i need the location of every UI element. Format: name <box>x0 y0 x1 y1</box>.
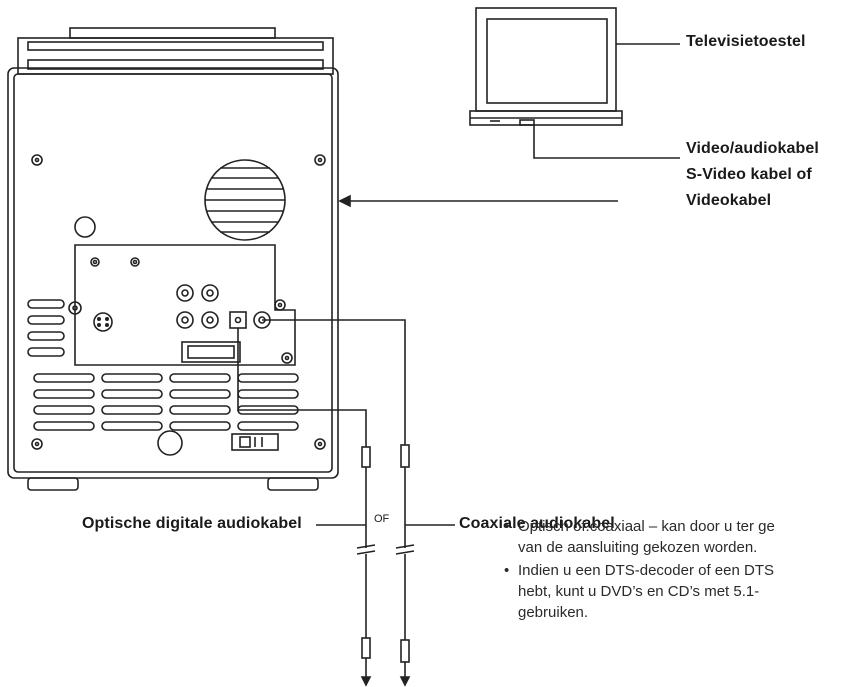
video-cable-label-2: S-Video kabel of <box>686 166 812 183</box>
coax-cable <box>262 319 415 687</box>
arrow-head-left <box>338 194 351 208</box>
video-cable-label-3: Videokabel <box>686 192 772 209</box>
note-1-line-2: van de aansluiting gekozen worden. <box>518 539 758 556</box>
note-2-line-3: gebruiken. <box>518 604 589 621</box>
optical-cable-label: Optische digitale audiokabel <box>82 515 302 532</box>
main-unit <box>7 27 339 491</box>
video-cable-label-1: Video/audiokabel <box>686 140 819 157</box>
television <box>469 7 623 126</box>
note-1-line-1: Optisch of.coaxiaal – kan door u ter ge <box>518 518 775 535</box>
note-item: Indien u een DTS-decoder of een DTS hebt… <box>500 560 853 623</box>
note-2-line-1: Indien u een DTS-decoder of een DTS <box>518 562 774 579</box>
optical-cable <box>237 328 376 687</box>
video-cable <box>533 125 680 159</box>
tv-label: Televisietoestel <box>686 33 806 50</box>
note-item: Optisch of.coaxiaal – kan door u ter ge … <box>500 516 853 558</box>
notes-list: Optisch of.coaxiaal – kan door u ter ge … <box>500 516 853 625</box>
or-label: OF <box>374 513 390 525</box>
note-2-line-2: hebt, kunt u DVD’s en CD’s met 5.1- <box>518 583 760 600</box>
